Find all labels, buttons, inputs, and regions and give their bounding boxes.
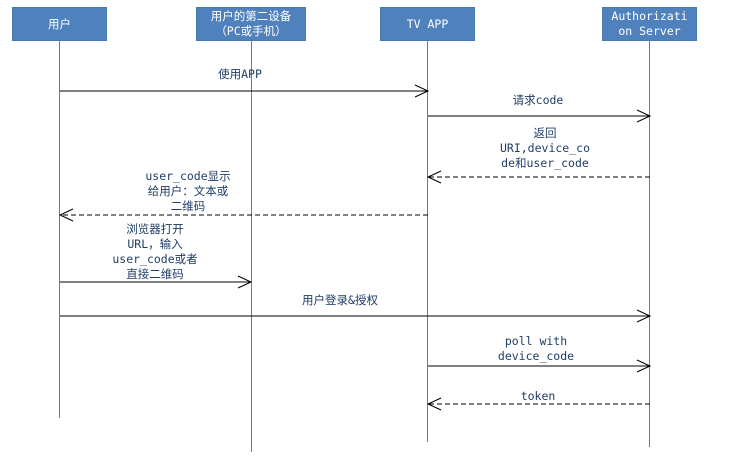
actor-tv-app: TV APP: [380, 7, 475, 41]
arrowhead-icon: [426, 397, 442, 411]
message-label-login-authorize: 用户登录&授权: [302, 293, 378, 307]
message-label-request-code: 请求code: [512, 93, 564, 107]
lifeline-user: [59, 41, 60, 418]
message-label-poll: poll with device_code: [497, 334, 575, 363]
lifeline-second-device: [251, 41, 252, 452]
message-arrow-1: [428, 109, 652, 123]
arrowhead-icon: [58, 208, 74, 222]
message-arrow-6: [428, 359, 652, 373]
message-arrow-4: [60, 275, 253, 289]
lifeline-auth-server: [649, 41, 650, 447]
message-arrow-2: [426, 170, 650, 184]
message-label-show-user-code: user_code显示 给用户：文本或 二维码: [145, 169, 231, 213]
message-arrow-0: [60, 84, 430, 98]
lifeline-tv-app: [427, 41, 428, 442]
arrowhead-icon: [414, 84, 430, 98]
arrowhead-icon: [636, 359, 652, 373]
arrowhead-icon: [636, 109, 652, 123]
message-label-use-app: 使用APP: [218, 67, 262, 81]
actor-user: 用户: [12, 7, 107, 41]
message-label-return-uri: 返回 URI,device_co de和user_code: [499, 126, 590, 170]
arrowhead-icon: [426, 170, 442, 184]
message-arrow-7: [426, 397, 650, 411]
message-label-token: token: [520, 389, 556, 403]
actor-second-device: 用户的第二设备 （PC或手机）: [196, 7, 306, 41]
message-arrow-5: [60, 309, 652, 323]
arrowhead-icon: [636, 309, 652, 323]
message-arrow-3: [58, 208, 428, 222]
arrowhead-icon: [237, 275, 253, 289]
message-label-open-browser: 浏览器打开 URL，输入 user_code或者 直接二维码: [112, 222, 198, 281]
actor-auth-server: Authorizati on Server: [602, 7, 697, 41]
